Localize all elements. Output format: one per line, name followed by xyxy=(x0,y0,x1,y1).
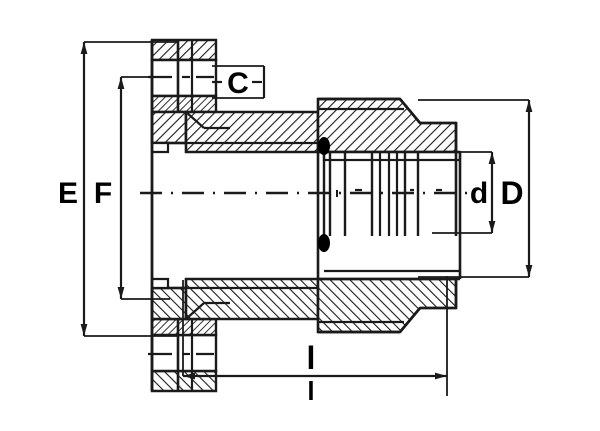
dimension-F: F xyxy=(94,76,170,300)
dimension-label-l-upper: l xyxy=(307,340,316,376)
dimension-l-arrow-left xyxy=(183,372,195,380)
dimension-E: E xyxy=(58,41,178,337)
dimension-label-d: d xyxy=(470,177,488,210)
dimension-label-F: F xyxy=(94,177,112,210)
dimension-layer: E F C xyxy=(58,41,533,406)
dimension-label-l-lower: l xyxy=(307,376,314,406)
pipe-wall-upper xyxy=(184,110,320,154)
dimension-label-E: E xyxy=(58,177,78,210)
flange-hub-lower xyxy=(150,286,188,321)
flange-disc-upper xyxy=(148,38,218,114)
dimension-F-arrow-top xyxy=(117,77,125,89)
oring-seal-upper xyxy=(318,137,330,155)
flange-disc-lower xyxy=(148,317,218,393)
dimension-E-arrow-top xyxy=(80,42,88,54)
dimension-D-arrow-top xyxy=(525,100,533,112)
dimension-l: l l xyxy=(182,276,448,406)
dimension-label-C: C xyxy=(227,67,249,100)
pipe-wall-lower xyxy=(184,277,320,321)
dimension-D: D xyxy=(418,99,533,278)
dimension-l-arrow-right xyxy=(435,372,447,380)
dimension-D-arrow-bottom xyxy=(525,265,533,277)
dimension-C: C xyxy=(212,65,266,100)
flange-hub-upper xyxy=(150,110,188,145)
dimension-F-arrow-bottom xyxy=(117,287,125,299)
dimension-d: d xyxy=(432,151,496,234)
dimension-d-arrow-bottom xyxy=(488,221,496,233)
oring-seal-lower xyxy=(318,234,330,252)
dimension-d-arrow-top xyxy=(488,152,496,164)
dimension-label-D: D xyxy=(500,175,523,211)
part-geometry xyxy=(140,38,470,393)
dimension-E-arrow-bottom xyxy=(80,324,88,336)
